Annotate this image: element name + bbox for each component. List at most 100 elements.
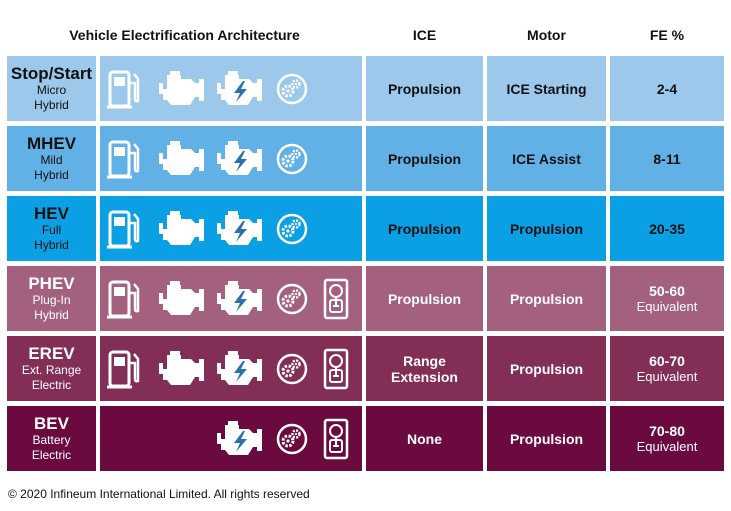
vehicle-type-name: MHEV — [26, 134, 77, 153]
fe-unit: Equivalent — [636, 369, 698, 384]
ice-cell: Propulsion — [366, 196, 483, 261]
motor-cell: Propulsion — [487, 406, 606, 471]
gear-icon — [276, 126, 308, 191]
ice-role: Propulsion — [387, 150, 462, 167]
ice-role: Range — [403, 352, 446, 369]
electric-engine-icon — [215, 126, 265, 191]
engine-icon — [157, 196, 207, 261]
vehicle-type-name: Stop/Start — [10, 64, 93, 83]
vehicle-type-subtitle: Electric — [31, 378, 72, 392]
fe-value: 50-60 — [649, 283, 685, 299]
vehicle-type-subtitle: Battery — [32, 433, 71, 447]
vehicle-type-subtitle: Electric — [31, 448, 72, 462]
architecture-icons-cell — [100, 266, 362, 331]
motor-role: ICE Assist — [512, 150, 581, 167]
fuel-pump-icon — [107, 196, 141, 261]
gear-icon — [276, 56, 308, 121]
fe-value: 60-70 — [649, 353, 685, 369]
fe-value: 20-35 — [649, 220, 685, 237]
fe-cell: 20-35 — [610, 196, 724, 261]
vehicle-type-name: EREV — [28, 344, 75, 363]
fe-header: FE % — [649, 27, 685, 43]
motor-role: Propulsion — [509, 430, 584, 447]
fe-cell: 2-4 — [610, 56, 724, 121]
fe-unit: Equivalent — [636, 439, 698, 454]
electric-engine-icon — [215, 56, 265, 121]
architecture-icons-cell — [100, 336, 362, 401]
electric-engine-icon — [215, 406, 265, 471]
motor-cell: Propulsion — [487, 266, 606, 331]
ice-cell: Propulsion — [366, 266, 483, 331]
architecture-icons-cell — [100, 56, 362, 121]
vehicle-type-subtitle: Micro — [36, 83, 67, 97]
engine-icon — [157, 336, 207, 401]
vehicle-type-subtitle: Hybrid — [34, 308, 69, 322]
ice-role: Extension — [391, 368, 458, 385]
fuel-pump-icon — [107, 266, 141, 331]
motor-cell: Propulsion — [487, 336, 606, 401]
vehicle-type-subtitle: Hybrid — [34, 168, 69, 182]
fe-cell: 8-11 — [610, 126, 724, 191]
motor-header: Motor — [527, 27, 566, 43]
ice-role: Propulsion — [387, 80, 462, 97]
electric-engine-icon — [215, 196, 265, 261]
motor-role: Propulsion — [509, 360, 584, 377]
charging-plug-icon — [323, 406, 349, 471]
electric-engine-icon — [215, 336, 265, 401]
ice-cell: Propulsion — [366, 56, 483, 121]
vehicle-type-subtitle: Hybrid — [34, 238, 69, 252]
fuel-pump-icon — [107, 56, 141, 121]
charging-plug-icon — [323, 266, 349, 331]
motor-cell: Propulsion — [487, 196, 606, 261]
ice-cell: Propulsion — [366, 126, 483, 191]
vehicle-type-subtitle: Plug-In — [32, 293, 71, 307]
vehicle-type-subtitle: Full — [41, 223, 62, 237]
motor-cell: ICE Assist — [487, 126, 606, 191]
architecture-header: Vehicle Electrification Architecture — [69, 27, 300, 43]
ice-role: Propulsion — [387, 290, 462, 307]
gear-icon — [276, 406, 308, 471]
ice-role: None — [407, 430, 442, 447]
vehicle-type-subtitle: Ext. Range — [21, 363, 82, 377]
vehicle-type-name: PHEV — [28, 274, 75, 293]
gear-icon — [276, 266, 308, 331]
vehicle-type-name: HEV — [34, 204, 69, 223]
charging-plug-icon — [323, 336, 349, 401]
fe-unit: Equivalent — [636, 299, 698, 314]
fe-value: 2-4 — [656, 80, 678, 97]
architecture-icons-cell — [100, 406, 362, 471]
motor-role: Propulsion — [509, 290, 584, 307]
engine-icon — [157, 56, 207, 121]
fuel-pump-icon — [107, 126, 141, 191]
vehicle-type-name: BEV — [34, 414, 69, 433]
engine-icon — [157, 266, 207, 331]
ice-cell: None — [366, 406, 483, 471]
copyright-footer: © 2020 Infineum International Limited. A… — [8, 487, 310, 501]
vehicle-type-subtitle: Mild — [40, 153, 63, 167]
architecture-icons-cell — [100, 126, 362, 191]
gear-icon — [276, 336, 308, 401]
ice-header: ICE — [412, 27, 437, 43]
architecture-icons-cell — [100, 196, 362, 261]
fuel-pump-icon — [107, 336, 141, 401]
fe-value: 70-80 — [649, 423, 685, 439]
ice-role: Propulsion — [387, 220, 462, 237]
engine-icon — [157, 126, 207, 191]
electric-engine-icon — [215, 266, 265, 331]
motor-role: ICE Starting — [506, 80, 587, 97]
